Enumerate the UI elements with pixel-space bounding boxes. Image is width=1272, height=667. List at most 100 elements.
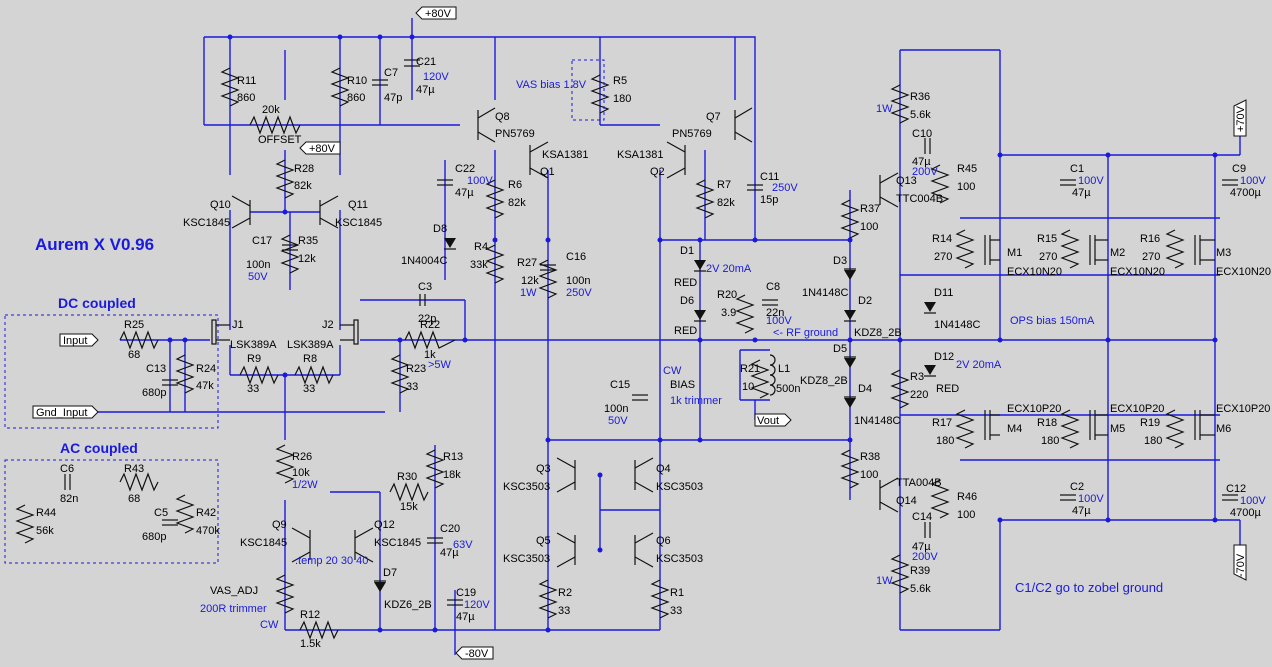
label-r25-val: 68 bbox=[128, 349, 140, 361]
label-r7-ref: R7 bbox=[717, 179, 731, 191]
label-r14-val: 270 bbox=[934, 251, 952, 263]
label-c22-rating: 100V bbox=[467, 175, 493, 187]
label-q4-ref: Q4 bbox=[656, 463, 671, 475]
offset-pot-value: 20k bbox=[262, 104, 280, 116]
label-c10-ref: C10 bbox=[912, 128, 932, 140]
label-d8-ref: D8 bbox=[433, 223, 447, 235]
label-m4-part: ECX10P20 bbox=[1007, 403, 1061, 415]
dc-coupled-label: DC coupled bbox=[58, 295, 136, 311]
label-r19-val: 180 bbox=[1144, 435, 1162, 447]
vas-adj-cw: CW bbox=[260, 619, 279, 631]
label-r21-ref: R21 bbox=[740, 363, 760, 375]
label-c19-val: 47µ bbox=[456, 611, 475, 623]
label-r7-val: 82k bbox=[717, 197, 735, 209]
label-r16-val: 270 bbox=[1142, 251, 1160, 263]
label-r35-ref: R35 bbox=[298, 235, 318, 247]
label-r26-extra: 1/2W bbox=[292, 479, 318, 491]
label-d5-ref: D5 bbox=[833, 343, 847, 355]
label-c5-val: 680p bbox=[142, 531, 166, 543]
label-c15-val: 100n bbox=[604, 403, 628, 415]
label-q1-part: KSA1381 bbox=[542, 149, 588, 161]
label-m5-ref: M5 bbox=[1110, 423, 1125, 435]
label-r38-val: 100 bbox=[860, 469, 878, 481]
port-gnd-input: Gnd_Input bbox=[32, 405, 99, 419]
label-q5-part: KSC3503 bbox=[503, 553, 550, 565]
label-q3-ref: Q3 bbox=[536, 463, 551, 475]
label-r46-ref: R46 bbox=[957, 491, 977, 503]
label-c21-rating: 120V bbox=[423, 71, 449, 83]
label-r28-val: 82k bbox=[294, 180, 312, 192]
label-d1-ref: D1 bbox=[680, 245, 694, 257]
port-plus80-top: +80V bbox=[415, 6, 457, 20]
label-r23-ref: R23 bbox=[406, 363, 426, 375]
label-r43-val: 68 bbox=[128, 493, 140, 505]
label-d3-ref: D3 bbox=[833, 255, 847, 267]
label-d6-part: RED bbox=[674, 325, 697, 337]
wires bbox=[50, 18, 1241, 655]
vas-adj-label: VAS_ADJ bbox=[210, 585, 258, 597]
label-q3-part: KSC3503 bbox=[503, 481, 550, 493]
port-plus70: +70V bbox=[1233, 99, 1247, 137]
label-c10-rating: 200V bbox=[912, 166, 938, 178]
label-c16-ref: C16 bbox=[566, 251, 586, 263]
label-q1-ref: Q1 bbox=[540, 166, 555, 178]
label-d11-part: 1N4148C bbox=[934, 319, 981, 331]
label-c3-ref: C3 bbox=[418, 281, 432, 293]
label-r30-val: 15k bbox=[400, 501, 418, 513]
label-q6-ref: Q6 bbox=[656, 535, 671, 547]
label-c10-val: 47µ bbox=[912, 156, 931, 168]
label-r27-ref: R27 bbox=[517, 257, 537, 269]
label-q10-part: KSC1845 bbox=[183, 217, 230, 229]
port-minus70: -70V bbox=[1233, 544, 1247, 581]
label-m2-part: ECX10N20 bbox=[1110, 266, 1165, 278]
label-c9-ref: C9 bbox=[1232, 163, 1246, 175]
label-r28-ref: R28 bbox=[294, 163, 314, 175]
label-c17-val: 100n bbox=[246, 259, 270, 271]
label-r15-val: 270 bbox=[1039, 251, 1057, 263]
label-d1-part: RED bbox=[674, 277, 697, 289]
label-r18-ref: R18 bbox=[1037, 417, 1057, 429]
label-q14-part: TTA004B bbox=[896, 477, 942, 489]
bias-trim: 1k trimmer bbox=[670, 395, 722, 407]
port-minus80: -80V bbox=[455, 646, 494, 660]
label-r19-ref: R19 bbox=[1140, 417, 1160, 429]
label-r22-val: 1k bbox=[424, 349, 436, 361]
label-r45-val: 100 bbox=[957, 181, 975, 193]
label-q9-part: KSC1845 bbox=[240, 537, 287, 549]
label-r6-val: 82k bbox=[508, 197, 526, 209]
transistor-glyphs bbox=[211, 107, 1215, 568]
label-r43-ref: R43 bbox=[124, 463, 144, 475]
label-d3-part: 1N4148C bbox=[802, 287, 849, 299]
junction-dots bbox=[167, 34, 1218, 633]
svg-text:+80V: +80V bbox=[425, 8, 452, 20]
label-r1-val: 33 bbox=[670, 605, 682, 617]
label-r5-val: 180 bbox=[613, 93, 631, 105]
vas-bias-note: VAS bias 1.8V bbox=[516, 79, 587, 91]
label-c22-val: 47µ bbox=[455, 187, 474, 199]
label-m1-part: ECX10N20 bbox=[1007, 266, 1062, 278]
label-q5-ref: Q5 bbox=[536, 535, 551, 547]
label-q10-ref: Q10 bbox=[210, 199, 231, 211]
label-c9-val: 4700µ bbox=[1230, 187, 1261, 199]
label-d4-ref: D4 bbox=[858, 383, 872, 395]
svg-text:+80V: +80V bbox=[309, 143, 336, 155]
label-c3-val: 22p bbox=[418, 313, 436, 325]
label-m6-part: ECX10P20 bbox=[1216, 403, 1270, 415]
label-r4-val: 33k bbox=[470, 259, 488, 271]
label-r12-ref: R12 bbox=[300, 609, 320, 621]
label-r13-val: 18k bbox=[443, 469, 461, 481]
label-c6-ref: C6 bbox=[60, 463, 74, 475]
label-m3-part: ECX10N20 bbox=[1216, 266, 1271, 278]
label-r17-val: 180 bbox=[936, 435, 954, 447]
label-r39-val: 5.6k bbox=[910, 583, 931, 595]
label-d6-ref: D6 bbox=[680, 295, 694, 307]
label-r9-val: 33 bbox=[247, 383, 259, 395]
label-r36-val: 5.6k bbox=[910, 109, 931, 121]
label-r37-val: 100 bbox=[860, 221, 878, 233]
label-d4-part: 1N4148C bbox=[854, 415, 901, 427]
offset-label: OFFSET bbox=[258, 134, 302, 146]
label-r13-ref: R13 bbox=[443, 451, 463, 463]
label-d7-part: KDZ6_2B bbox=[384, 599, 432, 611]
label-q7-ref: Q7 bbox=[706, 111, 721, 123]
